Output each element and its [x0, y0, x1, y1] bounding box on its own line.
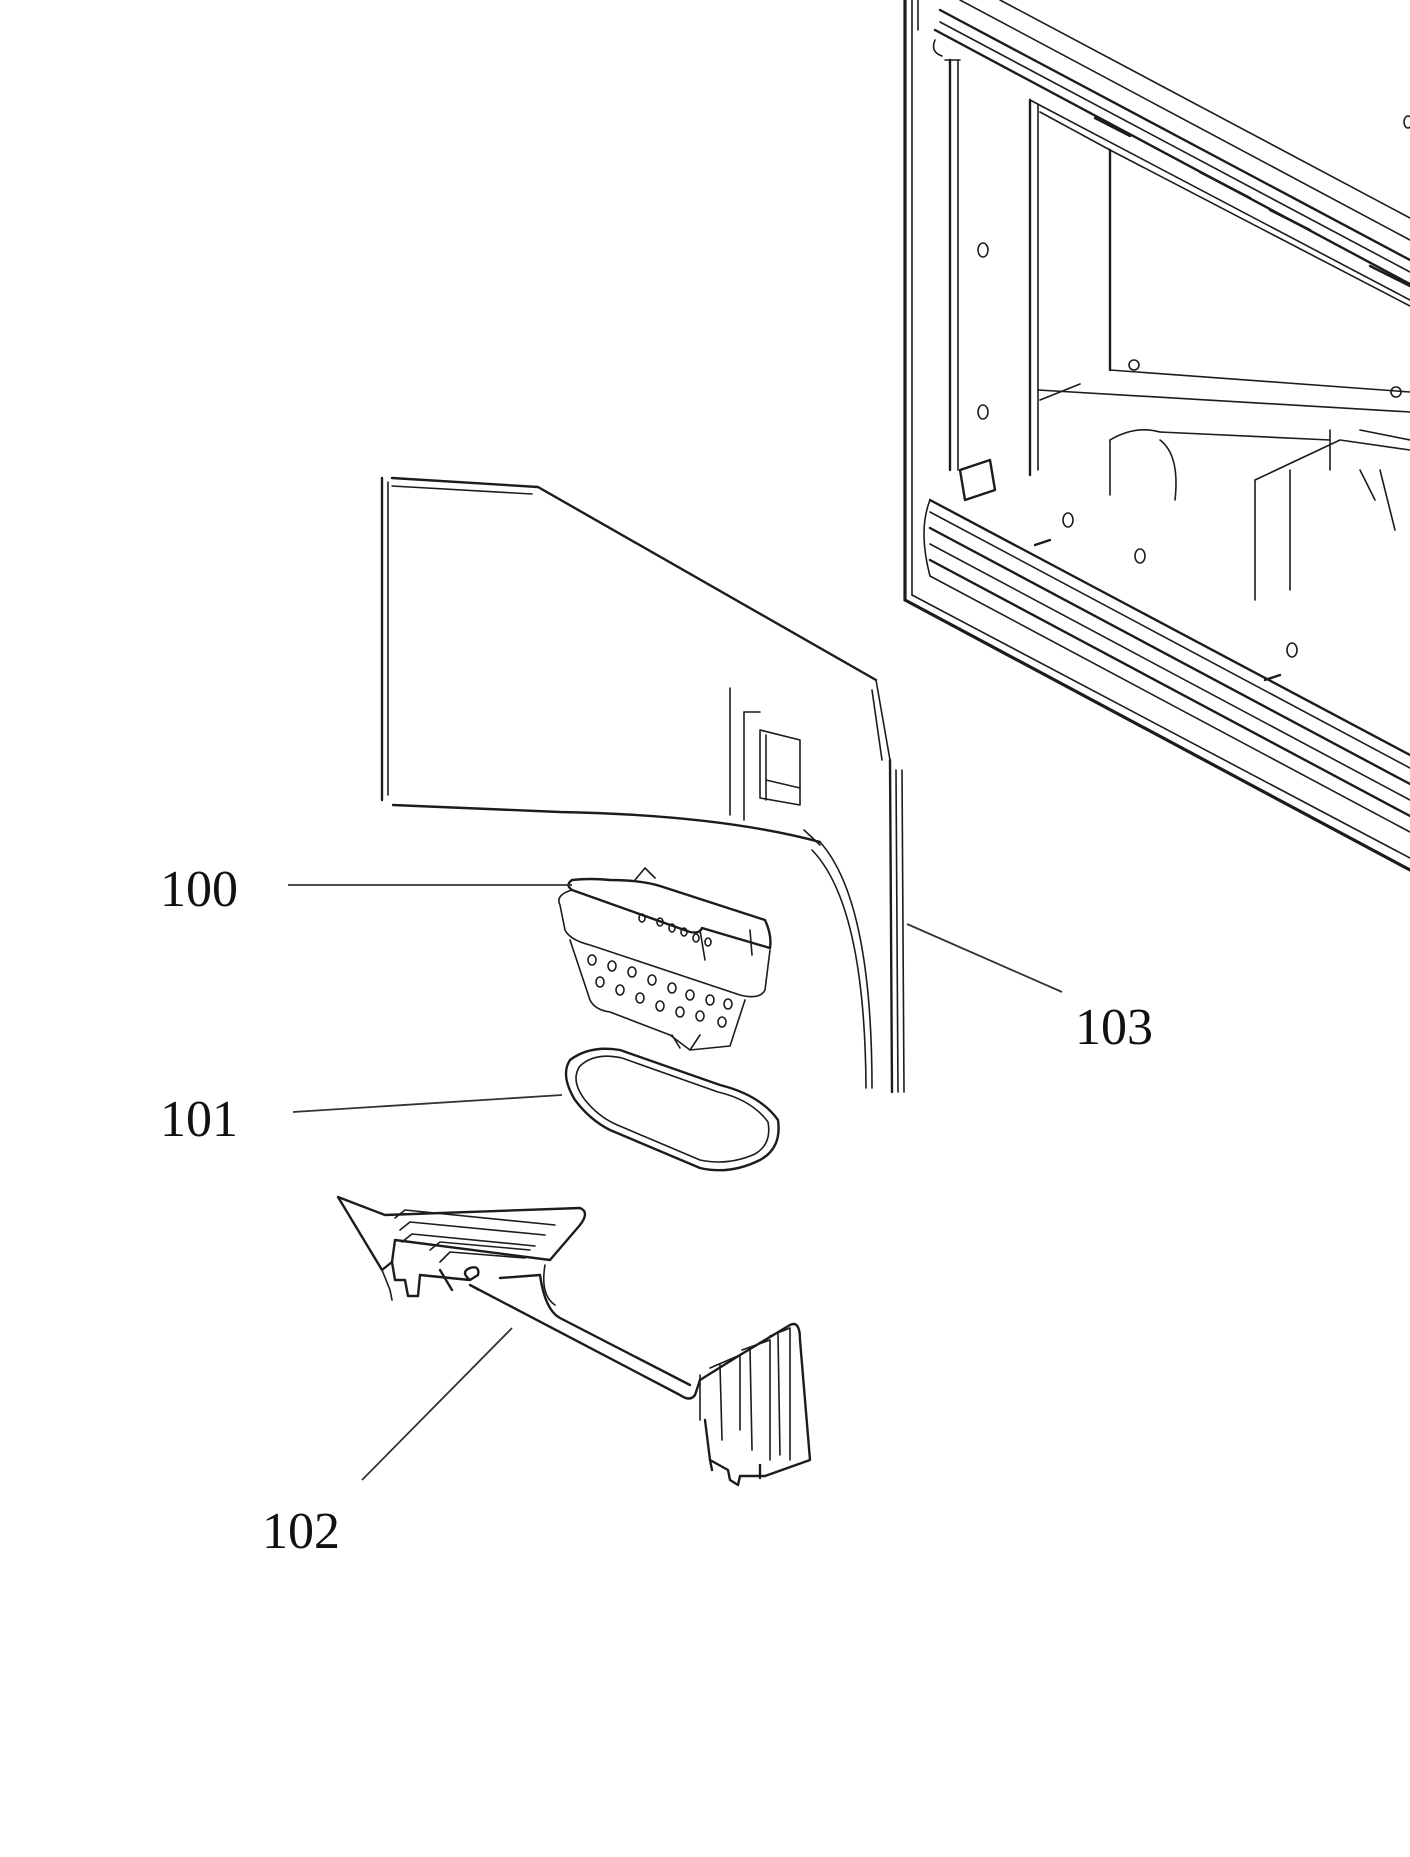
callout-102: 102	[262, 1503, 340, 1560]
screw-hole	[1062, 512, 1074, 528]
callout-100: 100	[160, 861, 238, 918]
gasket-101	[564, 1047, 780, 1172]
screw-hole	[977, 242, 989, 258]
screw-hole	[1403, 115, 1410, 129]
screw-hole	[1390, 386, 1402, 398]
leader-line-101	[292, 1094, 563, 1113]
fireplace-frame-assembly	[903, 0, 1410, 872]
callout-labels: 100 101 102 103	[160, 861, 1153, 1560]
leader-lines	[288, 884, 1063, 1481]
leader-line-103	[906, 923, 1063, 993]
leader-line-102	[361, 1327, 513, 1481]
screw-hole	[1286, 642, 1298, 658]
screw-hole	[1134, 548, 1146, 564]
callout-101: 101	[160, 1091, 238, 1148]
burn-pot-100	[558, 867, 772, 1051]
side-panel-103	[380, 476, 905, 1094]
perforation-holes	[587, 913, 733, 1028]
screw-hole	[977, 404, 989, 420]
callout-103: 103	[1075, 999, 1153, 1056]
grate-bracket-102	[336, 1195, 812, 1487]
screw-hole	[1128, 359, 1140, 371]
